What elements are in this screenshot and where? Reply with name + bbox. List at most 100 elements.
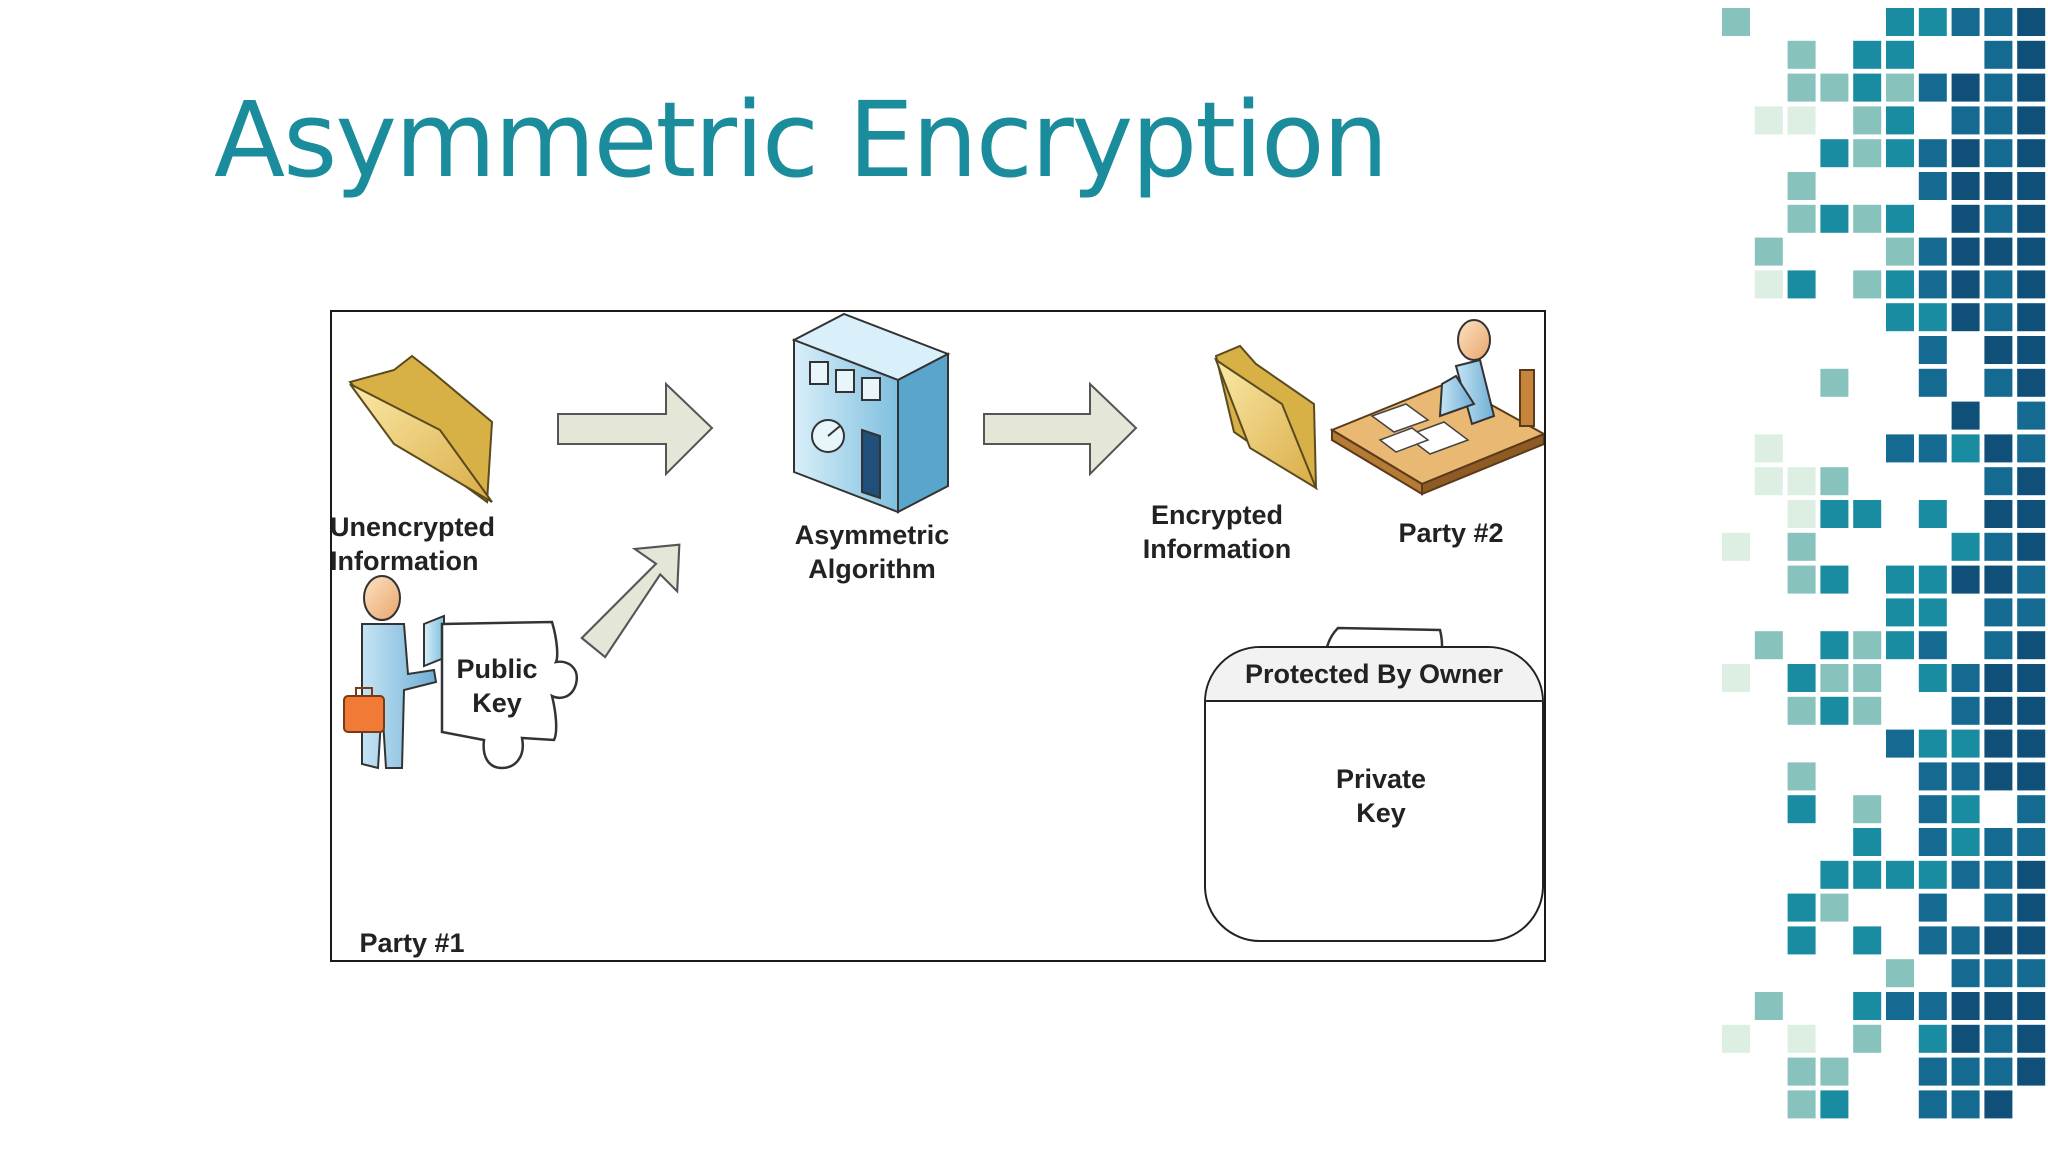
mosaic-square (1918, 303, 1947, 332)
mosaic-square (1918, 664, 1947, 692)
asymmetric-algorithm-label: Asymmetric Algorithm (794, 520, 950, 584)
mosaic-square (1820, 204, 1849, 233)
mosaic-square (1951, 270, 1980, 299)
mosaic-square (2017, 336, 2046, 364)
mosaic-square (1984, 992, 2013, 1020)
mosaic-square (2017, 40, 2046, 69)
public-key-puzzle-icon (440, 620, 579, 770)
mosaic-square (1918, 795, 1947, 824)
mosaic-square (1951, 532, 1980, 561)
mosaic-square (1918, 1057, 1947, 1086)
mosaic-square (1886, 631, 1914, 660)
mosaic-square (1951, 434, 1980, 463)
mosaic-square (2017, 204, 2046, 233)
mosaic-square (1787, 926, 1816, 955)
mosaic-square (1820, 565, 1849, 594)
mosaic-square (1951, 139, 1980, 168)
mosaic-square (1754, 237, 1783, 266)
mosaic-square (1984, 762, 2013, 791)
mosaic-square (1886, 8, 1914, 36)
mosaic-square (1984, 336, 2013, 364)
protected-by-owner-box: Protected By Owner (1204, 646, 1544, 942)
mosaic-square (1984, 598, 2013, 627)
mosaic-square (1853, 500, 1882, 528)
mosaic-square (2017, 893, 2046, 922)
mosaic-square (1951, 303, 1980, 332)
mosaic-square (1951, 73, 1980, 102)
mosaic-square (1984, 270, 2013, 299)
mosaic-square (1984, 696, 2013, 725)
mosaic-square (2017, 992, 2046, 1020)
mosaic-square (1951, 1024, 1980, 1053)
mosaic-square (1984, 368, 2013, 397)
mosaic-square (2017, 237, 2046, 266)
mosaic-square (1951, 795, 1980, 824)
mosaic-square (1886, 139, 1914, 168)
party-2-person-at-desk-icon (1329, 319, 1544, 496)
mosaic-square (1754, 631, 1783, 660)
mosaic-square (1787, 270, 1816, 299)
arrow-right-icon (557, 381, 714, 477)
mosaic-square (2017, 270, 2046, 299)
mosaic-square (2017, 467, 2046, 496)
mosaic-square (1886, 992, 1914, 1020)
mosaic-square (1918, 1090, 1947, 1119)
mosaic-square (1754, 467, 1783, 496)
mosaic-square (1886, 40, 1914, 69)
mosaic-square (1787, 664, 1816, 692)
mosaic-square (1984, 237, 2013, 266)
mosaic-square (1886, 959, 1914, 988)
mosaic-square (1754, 270, 1783, 299)
mosaic-square (1853, 40, 1882, 69)
mosaic-square (1918, 926, 1947, 955)
mosaic-square (1984, 8, 2013, 36)
mosaic-square (1984, 1090, 2013, 1119)
unencrypted-information-label: Unencrypted Information (330, 512, 496, 576)
mosaic-square (1886, 204, 1914, 233)
mosaic-square (1886, 860, 1914, 889)
mosaic-square (1984, 303, 2013, 332)
mosaic-square (1984, 467, 2013, 496)
mosaic-square (1787, 467, 1816, 496)
mosaic-square (1984, 664, 2013, 692)
mosaic-square (1820, 467, 1849, 496)
mosaic-square (1853, 926, 1882, 955)
mosaic-square (1787, 500, 1816, 528)
mosaic-square (1918, 434, 1947, 463)
mosaic-square (1722, 8, 1750, 36)
mosaic-square (1984, 500, 2013, 528)
mosaic-square (2017, 598, 2046, 627)
encrypted-folder-icon (1213, 344, 1319, 491)
mosaic-square (1886, 303, 1914, 332)
mosaic-square (1918, 828, 1947, 856)
mosaic-square (1820, 696, 1849, 725)
mosaic-square (1984, 860, 2013, 889)
mosaic-square (2017, 303, 2046, 332)
mosaic-square (1853, 73, 1882, 102)
mosaic-square (1951, 172, 1980, 200)
mosaic-square (1886, 106, 1914, 135)
mosaic-square (1820, 139, 1849, 168)
mosaic-square (1820, 368, 1849, 397)
mosaic-square (1853, 992, 1882, 1020)
encrypted-information-label: Encrypted Information (1142, 500, 1292, 564)
mosaic-square (1951, 401, 1980, 430)
mosaic-square (1951, 926, 1980, 955)
mosaic-square (1787, 893, 1816, 922)
mosaic-square (1984, 1024, 2013, 1053)
mosaic-square (1951, 1090, 1980, 1119)
mosaic-square (2017, 532, 2046, 561)
mosaic-square (1886, 73, 1914, 102)
private-key-label: Private Key (1335, 764, 1427, 828)
mosaic-square (1722, 532, 1750, 561)
mosaic-square (1951, 729, 1980, 758)
mosaic-square (1886, 565, 1914, 594)
mosaic-square (1787, 172, 1816, 200)
mosaic-square (2017, 664, 2046, 692)
mosaic-square (1853, 106, 1882, 135)
arrow-diagonal-icon (580, 543, 681, 659)
diagram-frame: Unencrypted Information Asymmetric Algor… (330, 310, 1546, 962)
mosaic-square (1918, 336, 1947, 364)
mosaic-square (2017, 828, 2046, 856)
mosaic-square (1853, 631, 1882, 660)
